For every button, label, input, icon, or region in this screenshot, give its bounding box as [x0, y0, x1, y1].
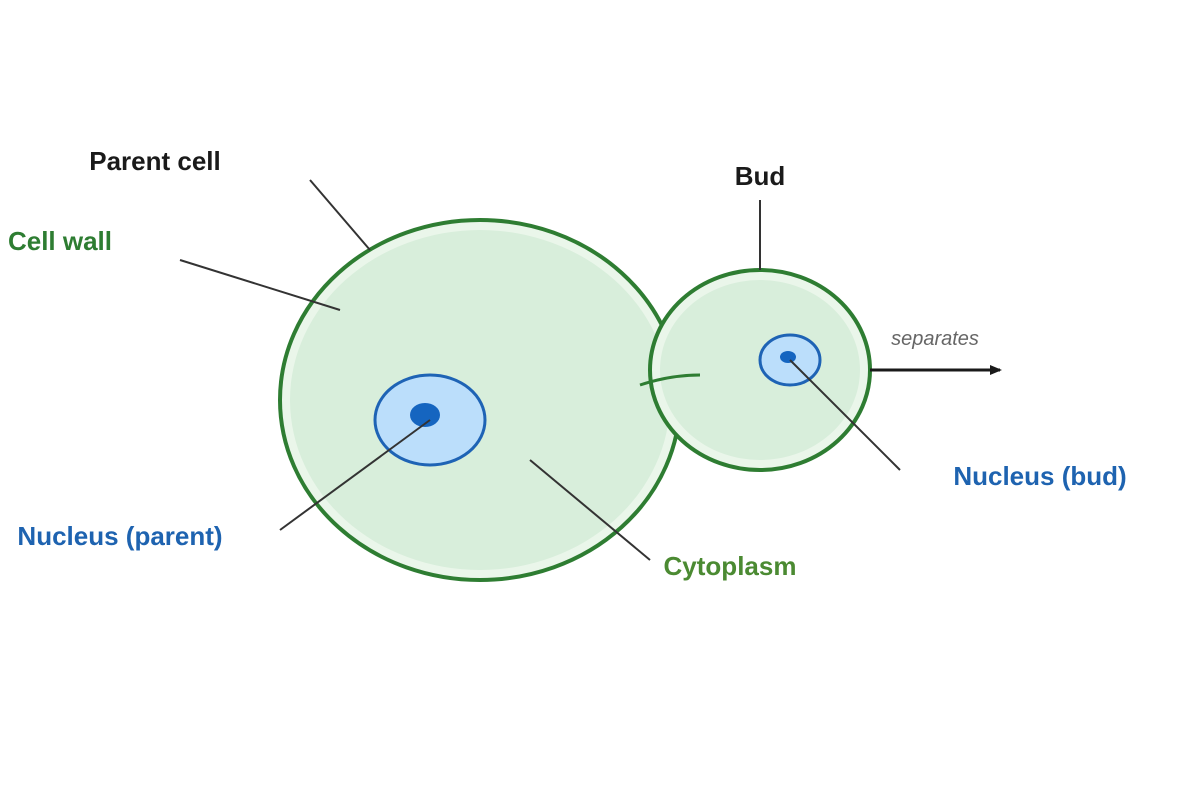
label-separates: separates — [891, 328, 979, 350]
label-nucleus-parent: Nucleus (parent) — [17, 521, 222, 551]
leader-nucleus-parent — [279, 419, 431, 531]
leader-parent-cell — [309, 179, 371, 251]
parent-cell — [278, 218, 682, 582]
bud-neck-curve — [639, 373, 701, 387]
label-nucleus-bud: Nucleus (bud) — [953, 461, 1126, 491]
leader-nucleus-bud — [789, 359, 901, 471]
leader-cell-wall — [179, 259, 341, 311]
label-cell-wall: Cell wall — [8, 226, 112, 256]
bud-cell — [648, 268, 872, 472]
bud-cytoplasm — [660, 280, 860, 460]
bud-nucleolus — [780, 351, 796, 363]
parent-nucleolus — [410, 403, 440, 427]
label-cytoplasm: Cytoplasm — [664, 551, 797, 581]
label-parent-cell: Parent cell — [89, 146, 221, 176]
label-bud: Bud — [735, 161, 786, 191]
leader-cytoplasm — [529, 459, 651, 561]
